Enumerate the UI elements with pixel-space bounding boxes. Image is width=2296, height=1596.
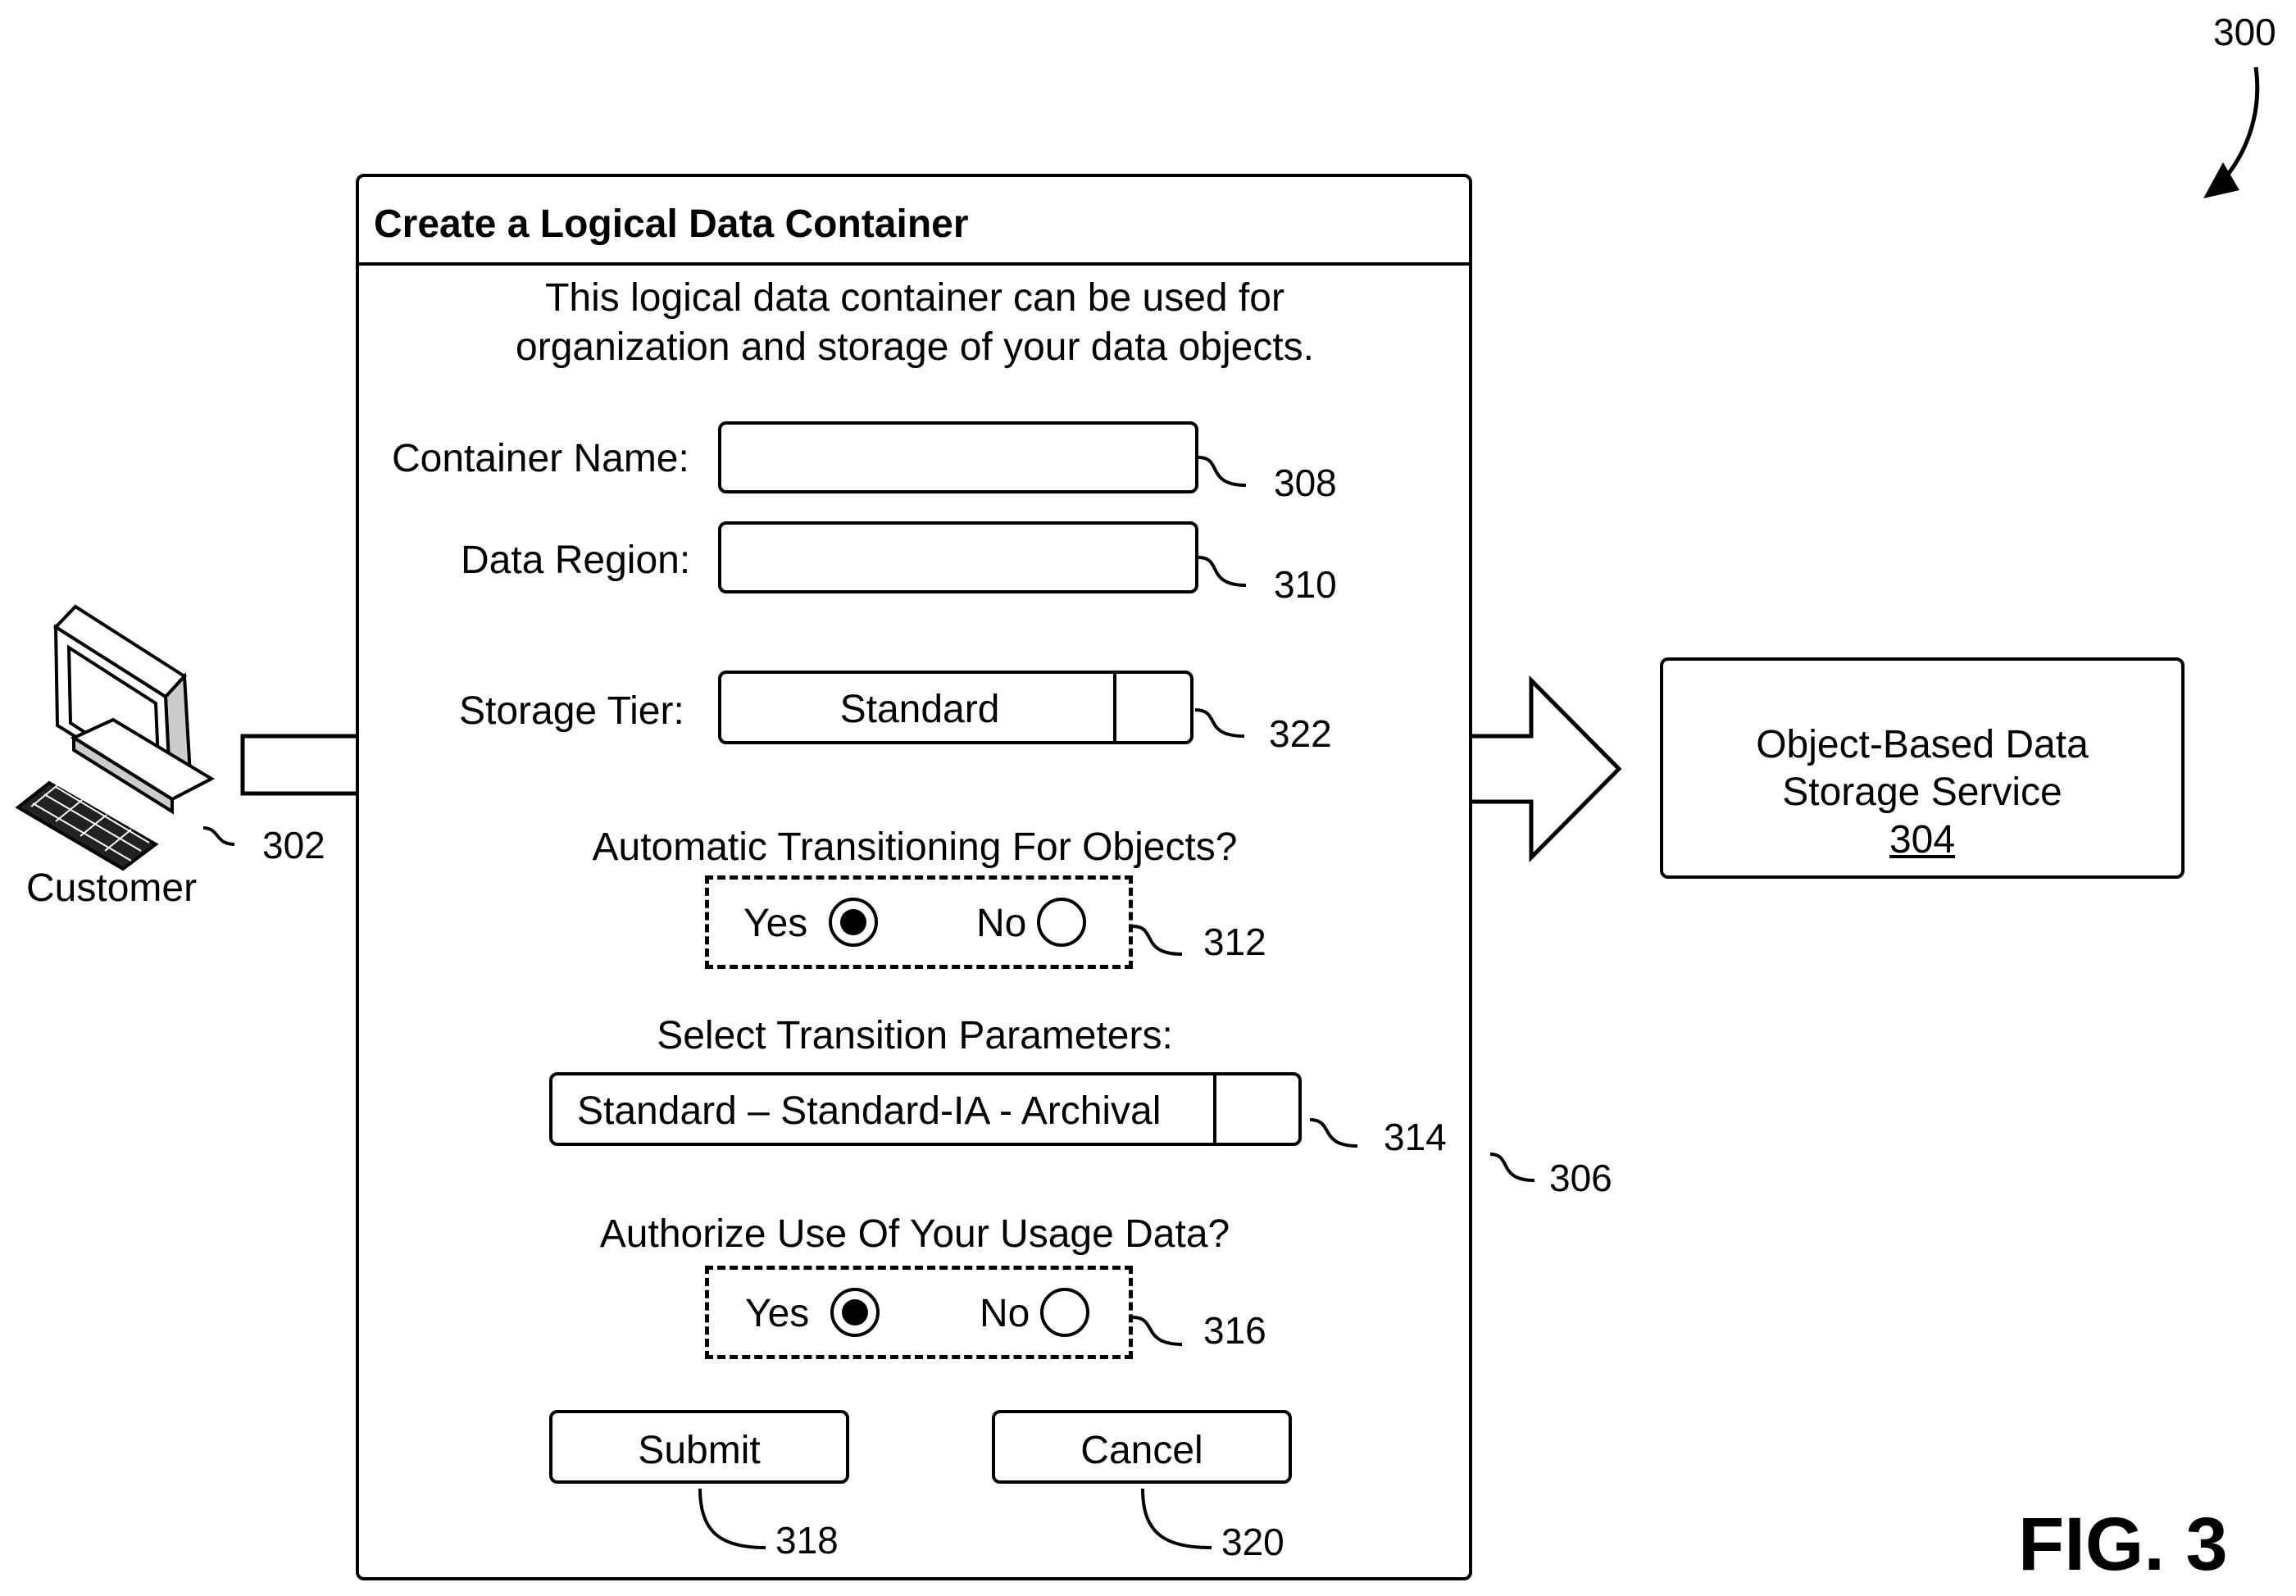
transition-params-value: Standard – Standard-IA - Archival (577, 1089, 1161, 1134)
submit-button-label: Submit (552, 1428, 846, 1473)
usage-data-no-radio[interactable] (1040, 1288, 1089, 1337)
dialog-title: Create a Logical Data Container (374, 202, 969, 247)
transition-params-dropdown-button[interactable] (1213, 1075, 1305, 1143)
data-region-ref: 310 (1274, 566, 1337, 603)
auto-transition-yes-label: Yes (743, 904, 807, 944)
container-name-ref: 308 (1274, 464, 1337, 502)
dialog-ref: 306 (1549, 1159, 1612, 1197)
usage-data-yes-radio[interactable] (830, 1288, 880, 1337)
storage-tier-ref: 322 (1269, 715, 1332, 753)
leader-306 (1490, 1154, 1534, 1180)
container-name-label: Container Name: (392, 439, 689, 479)
data-region-input[interactable] (718, 521, 1198, 593)
cancel-button-label: Cancel (995, 1428, 1289, 1473)
data-region-label: Data Region: (461, 541, 690, 580)
container-name-input[interactable] (718, 421, 1198, 493)
usage-data-ref: 316 (1203, 1312, 1266, 1349)
auto-transition-no-label: No (976, 904, 1026, 944)
transition-params-select[interactable]: Standard – Standard-IA - Archival (549, 1072, 1302, 1146)
auto-transition-yes-radio[interactable] (829, 898, 878, 947)
dialog-description-line2: organization and storage of your data ob… (0, 328, 1830, 367)
usage-data-no-label: No (980, 1294, 1030, 1334)
cancel-button[interactable]: Cancel (992, 1410, 1292, 1484)
customer-connector (243, 736, 356, 793)
submit-button[interactable]: Submit (549, 1410, 849, 1484)
auto-transition-no-radio[interactable] (1037, 898, 1086, 947)
usage-data-radio-group: Yes No (705, 1266, 1133, 1359)
cancel-ref: 320 (1221, 1523, 1284, 1561)
storage-tier-select[interactable]: Standard (718, 671, 1193, 744)
submit-ref: 318 (775, 1521, 839, 1559)
dialog-description-line1: This logical data container can be used … (0, 279, 1830, 318)
figure-caption: FIG. 3 (2018, 1507, 2228, 1582)
auto-transition-radio-group: Yes No (705, 875, 1133, 969)
transition-params-label: Select Transition Parameters: (0, 1016, 1830, 1056)
transition-params-ref: 314 (1384, 1118, 1447, 1156)
storage-tier-dropdown-button[interactable] (1113, 674, 1197, 741)
storage-tier-label: Storage Tier: (459, 692, 684, 731)
figure-number: 300 (2213, 13, 2276, 51)
customer-label: Customer (26, 869, 197, 908)
service-line1: Object-Based Data (1663, 721, 2181, 769)
dialog-title-bar: Create a Logical Data Container (359, 177, 1469, 266)
usage-data-yes-label: Yes (745, 1294, 809, 1334)
auto-transition-question: Automatic Transitioning For Objects? (0, 828, 1830, 867)
storage-tier-value: Standard (721, 687, 1118, 732)
service-line2: Storage Service (1663, 769, 2181, 816)
usage-data-question: Authorize Use Of Your Usage Data? (0, 1215, 1830, 1254)
auto-transition-ref: 312 (1203, 923, 1266, 961)
